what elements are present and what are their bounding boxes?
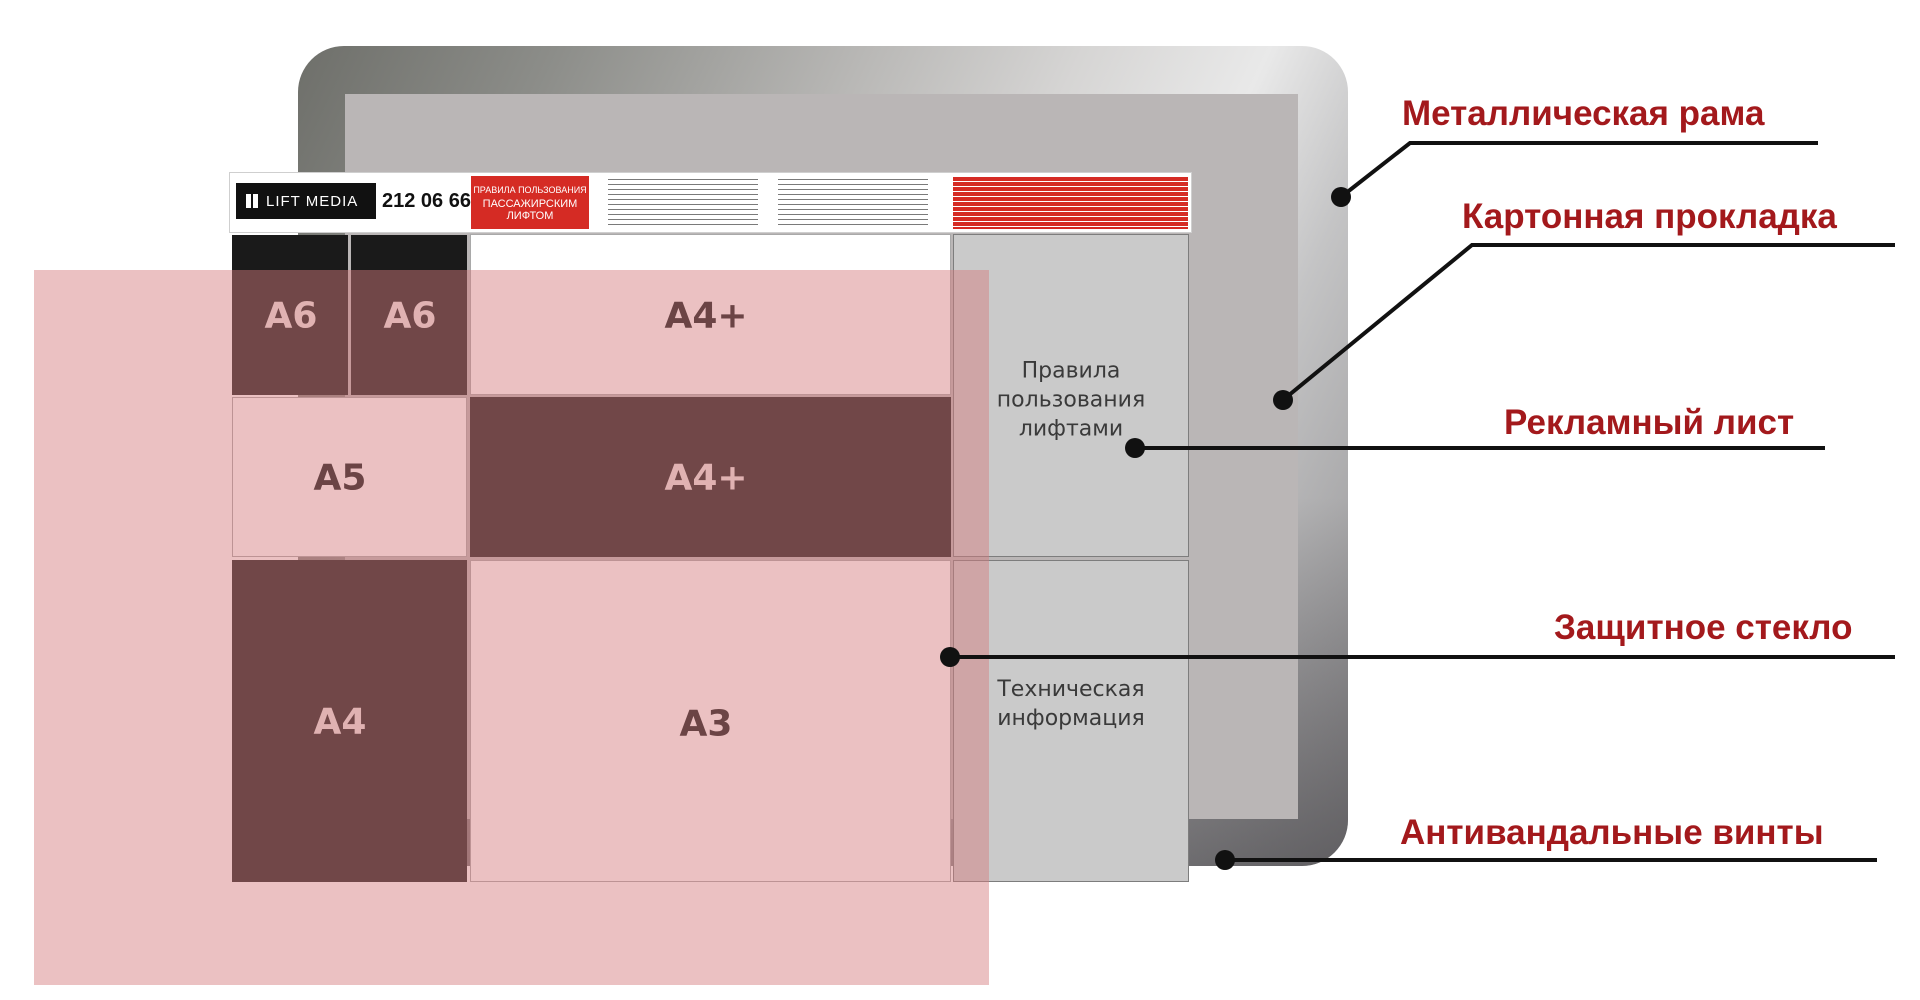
protective-glass [34,270,989,985]
logo-icon [246,194,258,208]
label-a4plus-top: A4+ [664,295,748,337]
dot-screws [1215,850,1235,870]
dot-cardboard [1273,390,1293,410]
callout-glass: Защитное стекло [1554,608,1853,647]
label-rules-info: Правила пользования лифтами [996,358,1146,442]
dot-glass [940,647,960,667]
rules-banner: ПРАВИЛА ПОЛЬЗОВАНИЯ ПАССАЖИРСКИМ ЛИФТОМ [471,176,589,229]
rules-text-block-1 [608,179,758,227]
cell-a6-right [351,235,467,395]
dot-metal-frame [1331,187,1351,207]
leader-metal-frame [1339,141,1818,199]
dot-ad-sheet [1125,438,1145,458]
rules-banner-line2: ПАССАЖИРСКИМ ЛИФТОМ [482,198,578,222]
callout-cardboard: Картонная прокладка [1462,197,1837,236]
label-a6-right: A6 [383,295,437,337]
callout-ad-sheet: Рекламный лист [1504,403,1795,442]
cell-rules-info [953,234,1189,557]
rules-banner-line1: ПРАВИЛА ПОЛЬЗОВАНИЯ [473,185,587,195]
logo: LIFT MEDIA [236,183,376,219]
cell-a4plus-top [470,234,951,395]
cell-a5 [232,397,467,557]
header-strip: LIFT MEDIA 212 06 66 ПРАВИЛА ПОЛЬЗОВАНИЯ… [229,172,1192,233]
cell-tech-info [953,560,1189,882]
warning-text-block [953,176,1188,229]
label-a6-left: A6 [264,295,318,337]
rules-text-block-2 [778,179,928,227]
phone-number: 212 06 66 [382,190,471,212]
cell-a4plus-mid [470,397,951,557]
label-a3: A3 [679,703,733,745]
logo-text: LIFT MEDIA [266,192,359,210]
cell-a4 [232,560,467,882]
cell-a3 [470,560,951,882]
cell-a6-left [232,235,348,395]
label-a5: A5 [313,457,367,499]
label-tech-info: Техническая информация [997,677,1145,731]
callout-metal-frame: Металлическая рама [1402,94,1765,133]
callout-screws: Антивандальные винты [1400,813,1824,852]
label-a4: A4 [313,701,367,743]
leader-cardboard [1281,243,1895,402]
label-a4plus-mid: A4+ [664,457,748,499]
